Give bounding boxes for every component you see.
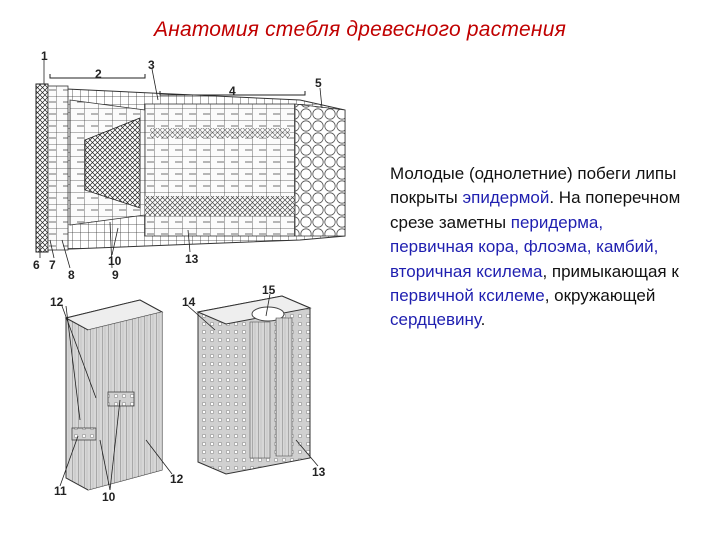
text-run: . На поперечном срезе заметны	[390, 188, 681, 232]
figure-label: 12	[170, 472, 184, 486]
text-run: , окружающей	[544, 286, 656, 306]
figure-label: 6	[33, 258, 40, 272]
figure-label: 15	[262, 283, 276, 297]
text-run: , примыкающая к	[542, 261, 679, 281]
figure-label: 10	[108, 254, 122, 268]
page-title: Анатомия стебля древесного растения	[154, 18, 566, 41]
xylem-block-left	[59, 299, 173, 491]
figure-label: 13	[185, 252, 199, 266]
cross-section-diagram	[35, 60, 346, 269]
figure-label: 2	[95, 67, 102, 81]
figure-label: 7	[49, 258, 56, 272]
term-epidermis: эпидермой	[462, 188, 550, 208]
figure-label: 1	[41, 49, 48, 63]
term-tissues: перидерма, первичная кора, флоэма, камби…	[390, 212, 659, 281]
text-run: Молодые (однолетние) побеги липы покрыты	[390, 164, 677, 208]
stem-anatomy-illustration	[35, 60, 346, 491]
figure-label: 10	[102, 490, 116, 504]
term-primary-xylem: первичной ксилеме	[390, 286, 545, 306]
figure-label: 11	[54, 484, 67, 498]
figure-label: 12	[50, 295, 64, 309]
figure-label: 9	[112, 268, 119, 282]
figure-label: 8	[68, 268, 75, 282]
xylem-block-right	[187, 293, 319, 475]
figure-label: 3	[148, 58, 155, 72]
description-paragraph: Молодые (однолетние) побеги липы покрыты…	[390, 162, 690, 333]
term-pith: сердцевину	[390, 310, 481, 330]
text-run: .	[480, 310, 486, 330]
figure-label: 5	[315, 76, 322, 90]
figure-label: 4	[229, 84, 236, 98]
figure-label: 14	[182, 295, 196, 309]
figure-label: 13	[312, 465, 326, 479]
